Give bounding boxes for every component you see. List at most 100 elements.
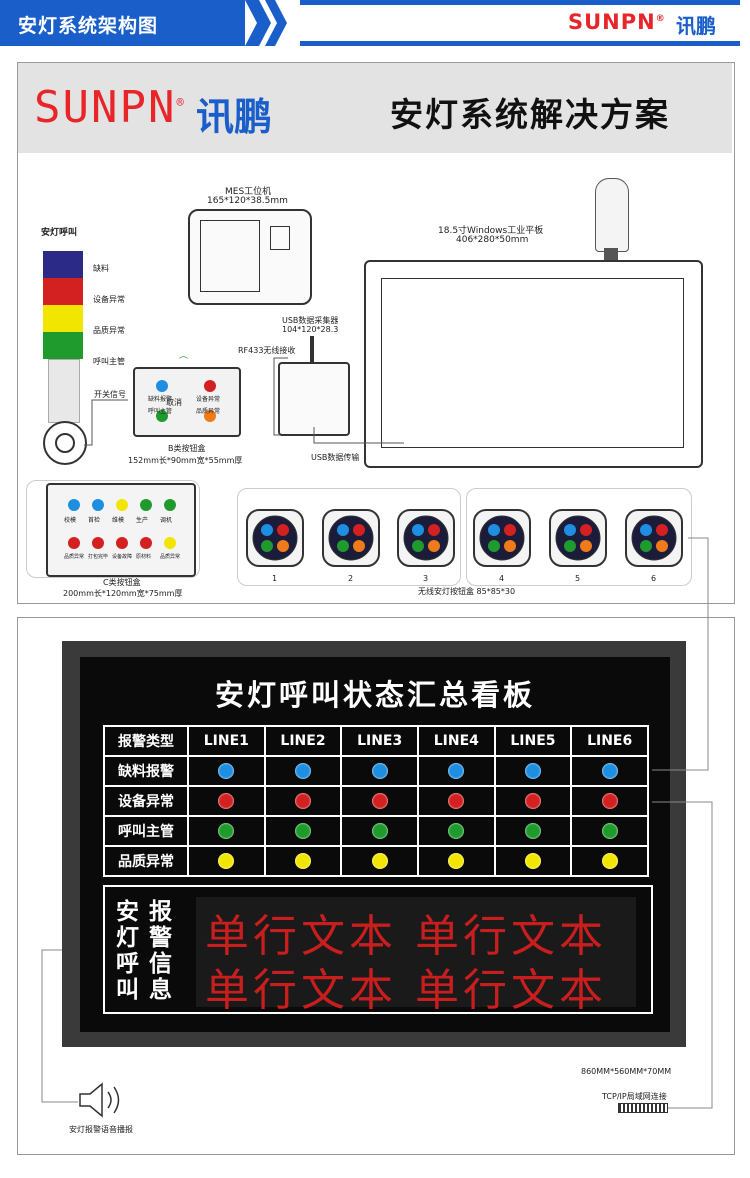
solution-title: 安灯系统解决方案 (390, 95, 670, 134)
wireless-box-number: 2 (348, 574, 354, 583)
info-char: 灯 (116, 925, 139, 951)
info-char: 叫 (116, 977, 139, 1003)
status-indicator (294, 823, 311, 839)
status-indicator (294, 853, 311, 869)
status-indicator (218, 853, 235, 869)
status-row: 设备异常 (103, 785, 649, 817)
c-box-button (116, 499, 128, 511)
led-text-line-2: 单行文本 单行文本 (205, 965, 607, 1016)
usb-collector-device (278, 362, 350, 436)
info-char: 信 (149, 951, 172, 977)
status-cell (187, 815, 266, 847)
status-cell (263, 845, 343, 877)
wireless-group-a (237, 488, 461, 586)
status-cell (263, 785, 343, 817)
c-box-button-label: 设备故障 (112, 554, 133, 560)
led-text-line-1: 单行文本 单行文本 (205, 911, 607, 962)
status-indicator (601, 793, 618, 809)
network-switch-icon (618, 1103, 668, 1113)
status-indicator (218, 763, 235, 779)
mes-name: MES工位机 (225, 187, 272, 197)
usb-transfer-connector (313, 427, 404, 444)
tower-segment-label: 缺料 (93, 264, 109, 273)
header-brand-name: 讯鹏 (676, 14, 716, 38)
tower-segment (43, 305, 83, 332)
b-box-button (156, 410, 168, 422)
c-box-size: 200mm长*120mm宽*75mm厚 (63, 589, 183, 598)
c-box-button (140, 537, 152, 549)
c-box-button-label: 校模 (64, 517, 77, 524)
info-label-col2: 报 警 信 息 (149, 899, 172, 1003)
speaker-label: 安灯报警语音播报 (69, 1125, 133, 1134)
status-cell (340, 785, 419, 817)
status-indicator (448, 853, 465, 869)
c-box-button-label: 首检 (88, 517, 101, 524)
line-header: LINE4 (416, 725, 496, 757)
tower-segment (43, 332, 83, 359)
tower-segment-label: 设备异常 (93, 295, 125, 304)
status-cell (340, 845, 419, 877)
tower-base-knob (55, 433, 75, 453)
c-box-button (68, 537, 80, 549)
antenna-icon (310, 336, 314, 362)
status-cell (493, 755, 573, 787)
b-box-size: 152mm长*90mm宽*55mm厚 (128, 456, 243, 465)
c-box-button-label: 品质异常 (160, 554, 181, 560)
wireless-button-box (322, 509, 380, 567)
status-indicator (371, 823, 388, 839)
status-row: 缺料报警 (103, 755, 649, 787)
info-char: 息 (149, 977, 172, 1003)
tablet-name: 18.5寸Windows工业平板 (438, 226, 544, 236)
tablet-beacon-mount (604, 248, 618, 260)
status-indicator (294, 763, 311, 779)
mes-size: 165*120*38.5mm (207, 196, 288, 206)
status-cell (570, 785, 649, 817)
tower-segment (43, 251, 83, 278)
header-rule-bottom (300, 41, 740, 46)
wireless-box-number: 5 (575, 574, 581, 583)
usb-transfer-label: USB数据传输 (311, 453, 360, 462)
wireless-box-number: 6 (651, 574, 657, 583)
status-cell (416, 845, 496, 877)
brand-name: 讯鹏 (196, 95, 273, 139)
status-indicator (601, 823, 618, 839)
status-row: 呼叫主管 (103, 815, 649, 847)
info-char: 呼 (116, 951, 139, 977)
b-box-button (204, 410, 216, 422)
header-banner (0, 0, 245, 46)
header-brand-logo: SUNPN® (568, 10, 666, 34)
info-char: 警 (149, 925, 172, 951)
status-cell (416, 755, 496, 787)
status-indicator (601, 853, 618, 869)
tower-pole (48, 359, 80, 423)
tablet-screen (381, 278, 684, 448)
b-box-cancel: 取消 (166, 398, 182, 407)
status-cell (416, 785, 496, 817)
line-header: LINE2 (263, 725, 343, 757)
alarm-type-label: 呼叫主管 (103, 815, 189, 847)
status-indicator (448, 793, 465, 809)
status-row: 品质异常 (103, 845, 649, 877)
status-cell (263, 815, 343, 847)
alarm-type-label: 设备异常 (103, 785, 189, 817)
alarm-type-label: 缺料报警 (103, 755, 189, 787)
b-box-button-label: 呼叫主管 (148, 408, 173, 415)
status-indicator (448, 763, 465, 779)
industrial-tablet (364, 260, 703, 468)
tower-segment-label: 品质异常 (93, 326, 125, 335)
status-indicator (524, 793, 541, 809)
c-box-button (164, 499, 176, 511)
status-indicator (218, 823, 235, 839)
mes-port (270, 226, 290, 250)
b-box-button-label: 设备异常 (196, 396, 221, 403)
c-box-button (92, 537, 104, 549)
b-button-box (133, 367, 241, 437)
wifi-icon: ︵ (179, 351, 189, 361)
system-connectors (41, 537, 713, 1109)
c-box-group (26, 480, 200, 578)
tablet-size: 406*280*50mm (456, 235, 529, 245)
info-char: 安 (116, 899, 139, 925)
c-box-button (92, 499, 104, 511)
mes-screen (200, 220, 260, 292)
